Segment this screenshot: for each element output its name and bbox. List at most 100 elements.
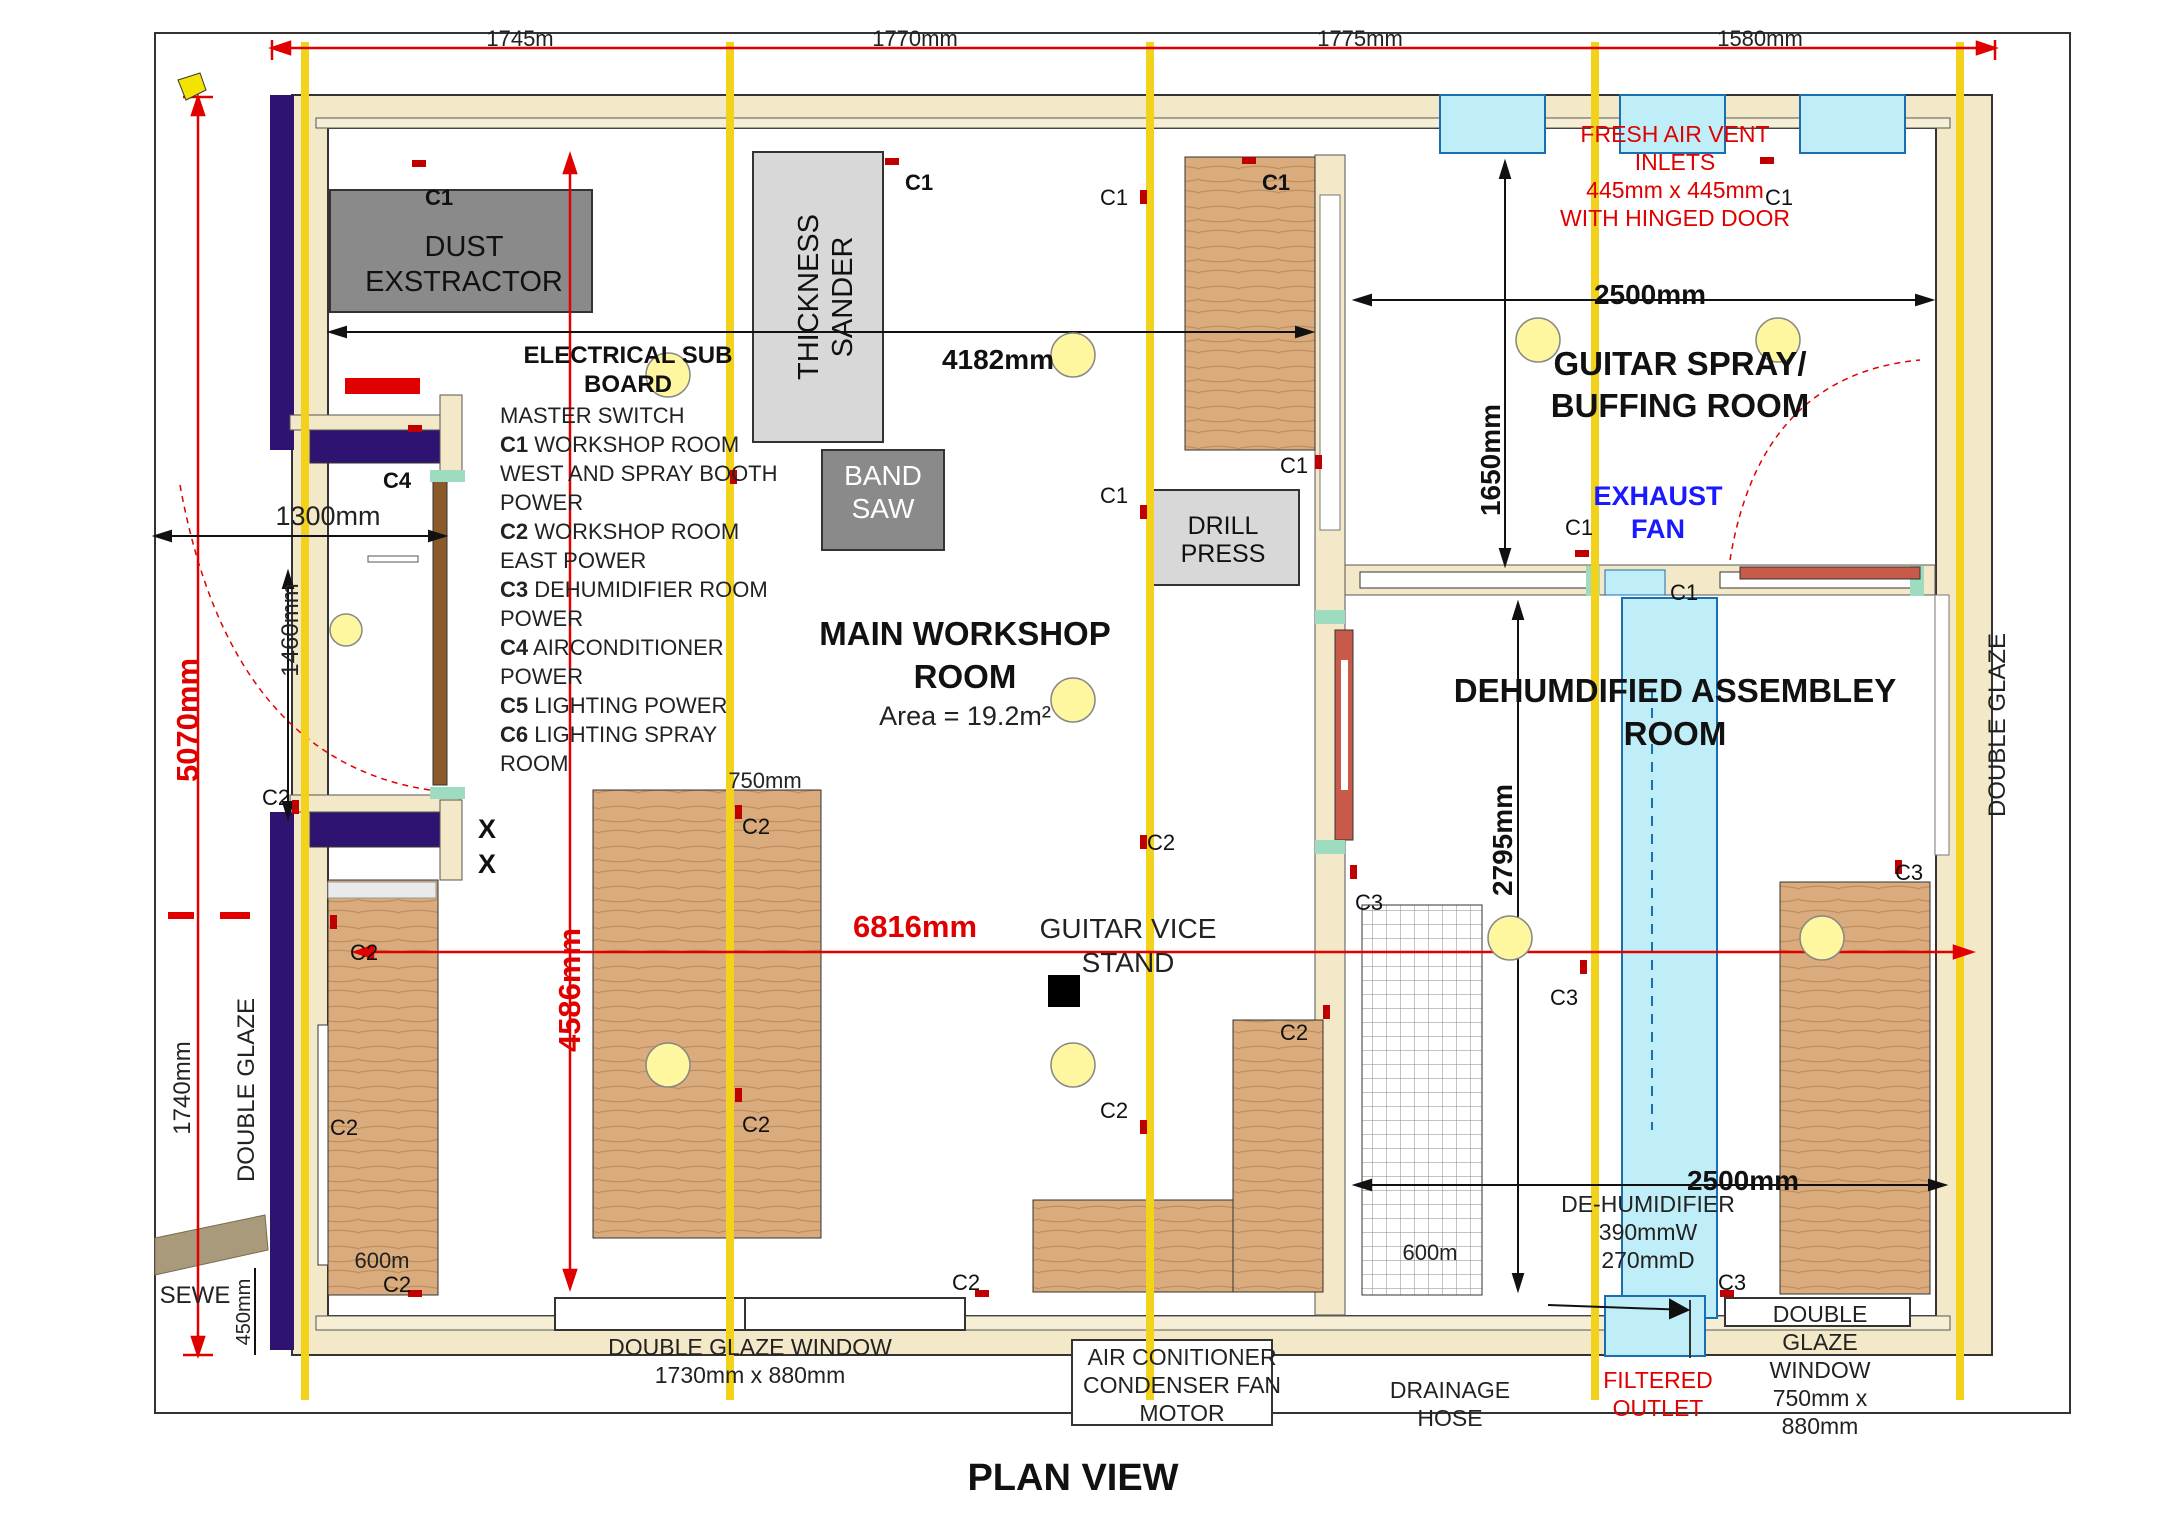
bench-west-sink — [327, 881, 437, 899]
legend-line: POWER — [500, 606, 583, 631]
fresh-air-vent-2 — [1619, 94, 1726, 154]
fresh-air-label-1: FRESH AIR VENT — [1580, 121, 1769, 147]
light-fixture — [1799, 915, 1845, 961]
page-title: PLAN VIEW — [967, 1457, 1178, 1499]
circuit-label: C1 — [1100, 483, 1128, 508]
assembly-room-title-1: DEHUMDIFIED ASSEMBLEY — [1454, 672, 1896, 709]
spray-door-arc — [1729, 359, 1921, 561]
legend-line: WEST AND SPRAY BOOTH — [500, 461, 778, 486]
electrical-sub-board — [345, 378, 420, 394]
west-wall-lower — [270, 812, 294, 1350]
entry-door-leaf — [432, 479, 448, 786]
dehumidifier-label-3: 270mmD — [1601, 1247, 1694, 1273]
entry-switch — [367, 555, 419, 563]
filtered-outlet-label-2: OUTLET — [1613, 1395, 1704, 1421]
legend-circuit-text: WORKSHOP ROOM — [528, 519, 739, 544]
circuit-label: C2 — [330, 1115, 358, 1140]
circuit-label: C1 — [1670, 580, 1698, 605]
spray-room-title-1: GUITAR SPRAY/ — [1553, 345, 1806, 382]
legend-circuit-text: EAST POWER — [500, 548, 646, 573]
ac-label-2: CONDENSER FAN — [1083, 1372, 1281, 1398]
legend-circuit-text: WORKSHOP ROOM — [528, 432, 739, 457]
circuit-label: C2 — [1280, 1020, 1308, 1045]
total-width-label: 6816mm — [853, 909, 977, 944]
left-glaze-dimension: 1740mm — [169, 1041, 196, 1134]
entry-post-top — [439, 394, 463, 476]
ac-label-1: AIR CONITIONER — [1087, 1344, 1276, 1370]
drill-press-label-2: PRESS — [1181, 540, 1266, 568]
entry-post-bottom — [439, 799, 463, 881]
cross-mark: X — [478, 849, 496, 879]
dust-extractor — [329, 189, 593, 313]
legend-line: POWER — [500, 490, 583, 515]
light-fixture — [1050, 677, 1096, 723]
main-room-area: Area = 19.2m² — [879, 701, 1051, 731]
legend-circuit-code: C1 — [500, 432, 528, 457]
drill-press — [1146, 489, 1300, 586]
exhaust-label-1: EXHAUST — [1593, 481, 1723, 511]
sewer-pipe — [154, 1214, 269, 1276]
main-room-title-2: ROOM — [914, 658, 1017, 695]
legend-circuit-text: POWER — [500, 490, 583, 515]
power-points — [292, 157, 1902, 1297]
dehumidifier-label-1: DE-HUMIDIFIER — [1561, 1191, 1735, 1217]
guitar-vice-stand — [1048, 975, 1080, 1007]
light-fixture — [329, 613, 363, 647]
light-fixture — [1515, 317, 1561, 363]
total-height-label: 5070mm — [170, 658, 205, 782]
fresh-air-label-4: WITH HINGED DOOR — [1560, 205, 1790, 231]
drainage-label-2: HOSE — [1417, 1405, 1482, 1431]
fresh-air-label-3: 445mm x 445mm — [1586, 177, 1764, 203]
ac-condenser-unit — [1071, 1339, 1273, 1426]
entry-width-label: 1300mm — [275, 501, 380, 531]
electrical-title-2: BOARD — [584, 371, 672, 398]
bench-south — [1032, 1199, 1234, 1293]
right-window-label-4: 750mm x — [1773, 1385, 1868, 1411]
band-saw — [821, 449, 945, 551]
right-window-label-1: DOUBLE — [1773, 1301, 1868, 1327]
electrical-legend: MASTER SWITCH C1 WORKSHOP ROOM WEST AND SP… — [500, 403, 778, 776]
bench-width-label: 750mm — [728, 768, 801, 793]
legend-line: EAST POWER — [500, 548, 646, 573]
yellow-grid-lines — [301, 42, 1964, 1400]
band-saw-label-2: SAW — [852, 493, 915, 524]
circuit-label: C2 — [350, 940, 378, 965]
guitar-vice-label-1: GUITAR VICE — [1040, 913, 1217, 944]
fresh-air-vent-1 — [1439, 94, 1546, 154]
right-bottom-window — [1724, 1297, 1911, 1327]
circuit-label: C2 — [1147, 830, 1175, 855]
legend-line: POWER — [500, 664, 583, 689]
top-dimension-4: 1580mm — [1717, 26, 1803, 51]
cross-mark: X — [478, 814, 496, 844]
circuit-label: C3 — [1355, 890, 1383, 915]
dust-extractor-label-2: EXSTRACTOR — [365, 266, 563, 298]
red-marker-1 — [168, 912, 194, 919]
bottom-window — [554, 1297, 966, 1331]
electrical-title-1: ELECTRICAL SUB — [524, 342, 733, 369]
west-wall-upper — [270, 95, 294, 450]
legend-circuit-text: AIRCONDITIONER — [528, 635, 724, 660]
assembly-room-title-2: ROOM — [1624, 715, 1727, 752]
circuit-label: C3 — [1718, 1270, 1746, 1295]
bench-600-label-a: 600m — [354, 1248, 409, 1273]
circuit-label: C3 — [1550, 985, 1578, 1010]
guitar-vice-label-2: STAND — [1082, 947, 1175, 978]
light-fixture — [1487, 915, 1533, 961]
drill-press-label-1: DRILL — [1188, 512, 1259, 540]
dehumidifier-label-2: 390mmW — [1599, 1219, 1698, 1245]
right-window-label-2: GLAZE — [1782, 1329, 1857, 1355]
legend-line: MASTER SWITCH — [500, 403, 685, 428]
black-dimension-lines — [151, 158, 1949, 1355]
circuit-label: C4 — [383, 468, 412, 493]
circuit-label: C1 — [1100, 185, 1128, 210]
drainage-grate — [1361, 904, 1483, 1296]
thickness-sander — [752, 151, 884, 443]
fresh-air-vent-3 — [1799, 94, 1906, 154]
legend-circuit-code: C3 — [500, 577, 528, 602]
circuit-label: C1 — [1280, 453, 1308, 478]
circuit-label: C2 — [262, 785, 290, 810]
ac-label-3: MOTOR — [1139, 1400, 1224, 1426]
legend-line: C6 LIGHTING SPRAY — [500, 722, 718, 747]
assembly-depth-label: 2795mm — [1487, 784, 1518, 896]
